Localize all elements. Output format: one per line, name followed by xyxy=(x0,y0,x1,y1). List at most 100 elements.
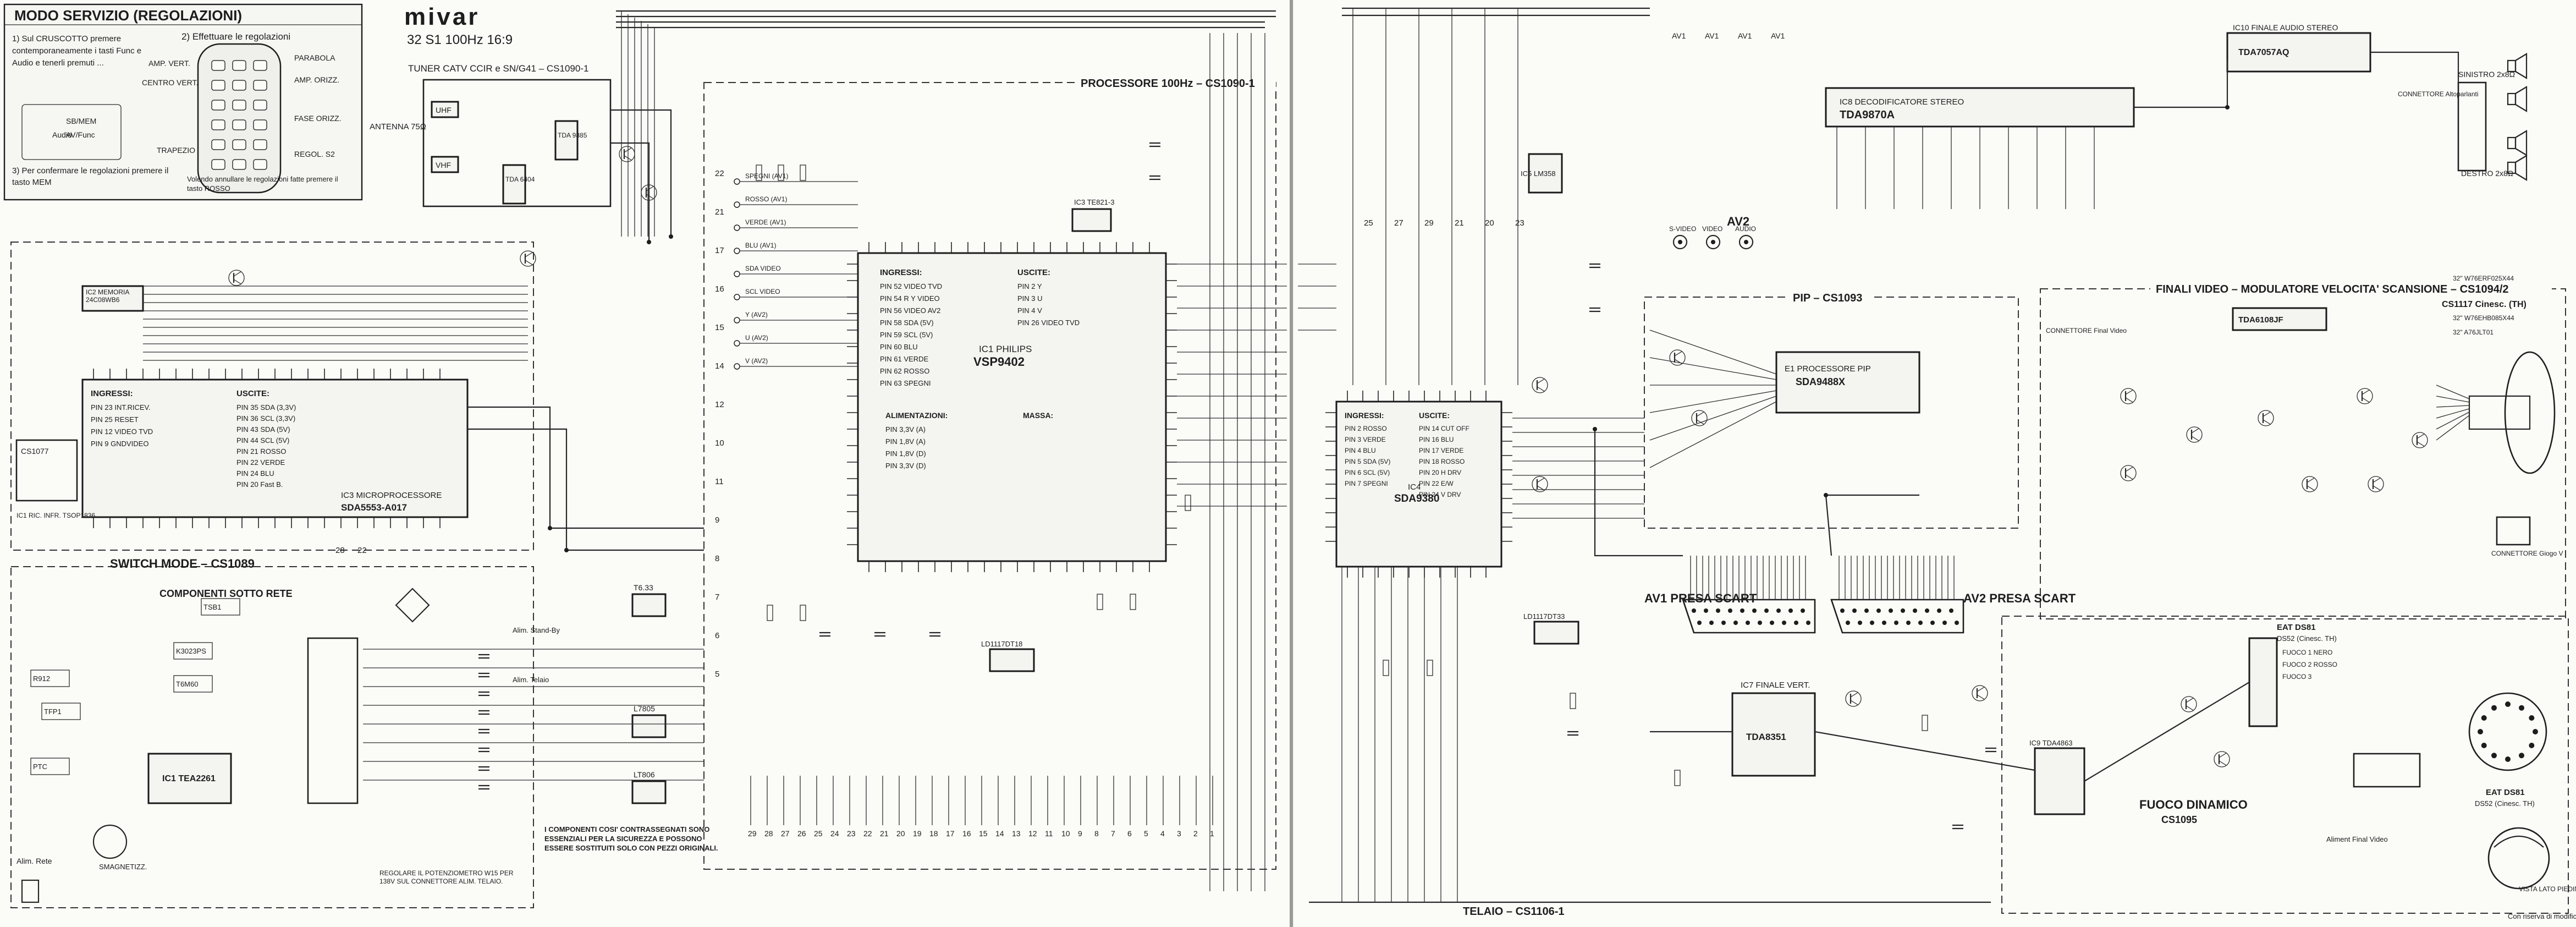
side-pin-number: 16 xyxy=(715,284,724,294)
mains-plug xyxy=(21,879,40,903)
junction xyxy=(564,548,569,552)
resistor xyxy=(1427,660,1433,676)
power-supply-section: SWITCH MODE – CS1089 COMPONENTI SOTTO RE… xyxy=(10,557,718,908)
junction xyxy=(1593,427,1597,431)
defl-pin-number: 29 xyxy=(1424,218,1434,228)
transistor xyxy=(2125,390,2133,395)
lm358-chip xyxy=(1528,153,1563,194)
junction xyxy=(548,526,552,530)
terminal xyxy=(734,248,740,254)
svg-text:TDA6108JF: TDA6108JF xyxy=(2238,315,2283,325)
micro-output: PIN 22 VERDE xyxy=(236,458,285,467)
lt806-chip xyxy=(631,780,667,804)
tuner-section: TUNER CATV CCIR e SN/G41 – CS1090-1 UHF … xyxy=(370,63,612,207)
transistor xyxy=(2302,476,2318,492)
side-pin-number: 12 xyxy=(715,400,724,409)
transistor xyxy=(228,270,245,286)
terminal xyxy=(734,178,740,185)
crt-lead xyxy=(2436,412,2470,430)
svg-text:UHF: UHF xyxy=(436,106,452,114)
wire xyxy=(2084,682,2250,782)
uhf-block xyxy=(431,101,459,118)
proc-input: PIN 58 SDA (5V) xyxy=(880,319,934,327)
micro-input: PIN 23 INT.RICEV. xyxy=(91,403,151,412)
transistor xyxy=(2362,397,2370,403)
side-pin-number: 17 xyxy=(715,246,724,255)
transistor xyxy=(646,186,654,191)
transistor xyxy=(1977,694,1985,700)
transistor xyxy=(1532,377,1548,393)
transistor xyxy=(619,146,635,162)
crt-tube xyxy=(2504,351,2556,474)
eat-pin xyxy=(2505,756,2511,762)
mains-label: Alim. Rete xyxy=(16,857,52,865)
transistor xyxy=(2373,478,2381,483)
proc-output: PIN 2 Y xyxy=(1017,282,1042,290)
wire xyxy=(610,109,672,237)
defl-output: PIN 16 BLU xyxy=(1419,436,1454,443)
scart-pin xyxy=(1858,621,1862,625)
ir-receiver: IC1 RIC. INFR. TSOP1836 xyxy=(16,512,96,519)
tda9885-chip xyxy=(554,120,579,161)
scart-pin xyxy=(1746,621,1750,625)
remote-button xyxy=(232,60,246,71)
scart-pin xyxy=(1721,621,1726,625)
power-part xyxy=(30,758,70,775)
tea2261-chip xyxy=(147,753,232,804)
micro-output: PIN 43 SDA (5V) xyxy=(236,425,290,434)
transistor xyxy=(2307,478,2315,483)
svg-text:32" W76EHB085X44: 32" W76EHB085X44 xyxy=(2453,314,2514,322)
scart-pin xyxy=(1801,608,1805,613)
transistor xyxy=(2219,753,2227,758)
wire xyxy=(1649,390,1777,413)
svg-text:T6.33: T6.33 xyxy=(634,583,653,592)
proc-input: PIN 63 SPEGNI xyxy=(880,379,931,387)
transistor xyxy=(624,147,632,153)
tda8351-name: TDA8351 xyxy=(1746,732,1786,742)
terminal xyxy=(734,224,740,231)
micro-input: PIN 25 RESET xyxy=(91,415,139,424)
connector-pin-number: 16 xyxy=(962,829,971,838)
scart-pin xyxy=(1894,621,1898,625)
yoke-connector xyxy=(2496,516,2531,546)
junction xyxy=(647,240,651,244)
remote-button xyxy=(211,119,225,130)
connector-pin-number: 25 xyxy=(814,829,823,838)
svg-text:FUOCO 1 NERO: FUOCO 1 NERO xyxy=(2282,649,2332,656)
t633-chip xyxy=(631,593,667,617)
defl-output: PIN 18 ROSSO xyxy=(1419,458,1465,465)
pip-section: PIP – CS1093 E1 PROCESSORE PIP SDA9488X xyxy=(1644,290,2019,529)
tda9870a-chip xyxy=(1825,87,2135,128)
tda8351-chip xyxy=(1731,692,1816,777)
transistor xyxy=(646,194,654,199)
transistor xyxy=(1696,412,1704,417)
connector-pin-number: 15 xyxy=(979,829,988,838)
av2-label: AV2 xyxy=(1727,215,1749,228)
tda7057aq-chip xyxy=(2226,32,2371,73)
svg-text:TDA 9885: TDA 9885 xyxy=(558,131,587,139)
micro-output: PIN 24 BLU xyxy=(236,469,274,478)
scart-pin xyxy=(1955,621,1959,625)
resistor xyxy=(800,164,806,181)
proc-output: PIN 26 VIDEO TVD xyxy=(1017,319,1080,327)
right-sheet xyxy=(1293,0,2576,927)
speaker-icon xyxy=(2514,155,2528,181)
transistor xyxy=(233,271,241,277)
scart-pin xyxy=(1806,621,1810,625)
scart-pin xyxy=(1889,608,1893,613)
proc-input-label: VERDE (AV1) xyxy=(745,218,786,226)
scart-section: AV1 PRESA SCART AV2 PRESA SCART xyxy=(1644,556,2076,634)
scart-pin xyxy=(1764,608,1769,613)
proc-input: PIN 56 VIDEO AV2 xyxy=(880,306,940,315)
label-parabola: PARABOLA xyxy=(294,53,335,62)
micro-input: PIN 12 VIDEO TVD xyxy=(91,427,153,436)
transistor xyxy=(2258,410,2274,426)
scart-pin xyxy=(1906,621,1911,625)
remote-control-drawing xyxy=(197,43,282,194)
remote-button xyxy=(211,159,225,170)
eat-pin xyxy=(2481,715,2487,721)
scart-pin xyxy=(1882,621,1886,625)
cs1077-panel xyxy=(15,439,78,502)
final-video-section: FINALI VIDEO – MODULATORE VELOCITA' SCAN… xyxy=(2040,275,2566,619)
